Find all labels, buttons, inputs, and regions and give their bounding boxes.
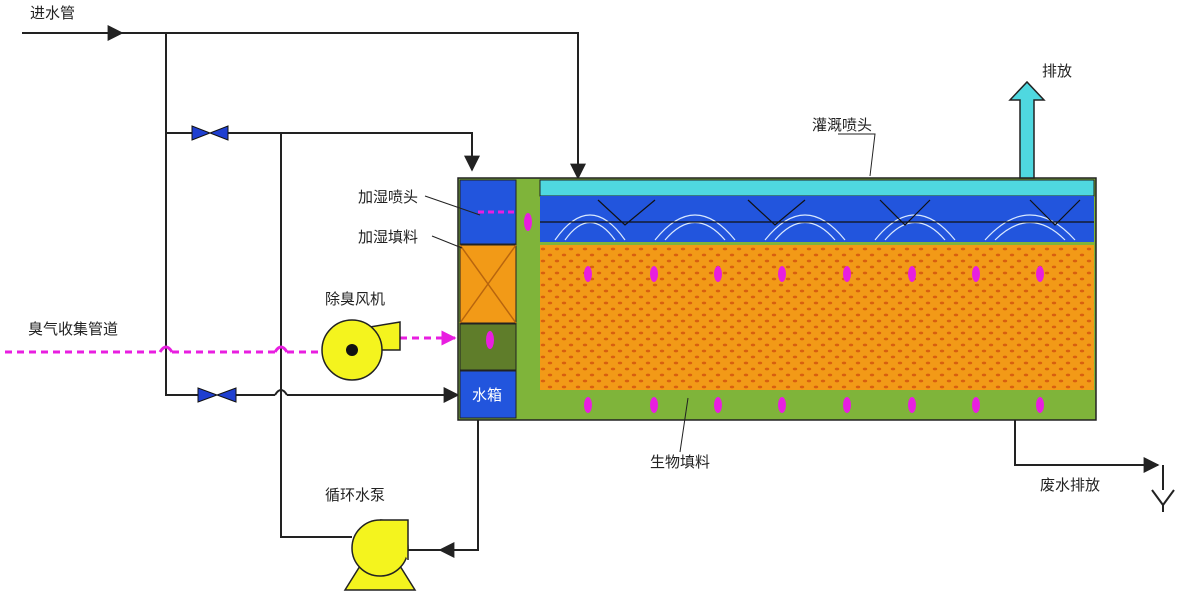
water-pipes [22, 25, 1164, 558]
label-circulation-pump: 循环水泵 [325, 486, 385, 504]
up-arrow-icon [1008, 80, 1046, 179]
leader-lines [424, 133, 876, 453]
label-spray-nozzle: 灌溉喷头 [812, 116, 872, 134]
label-inlet-pipe: 进水管 [30, 4, 75, 22]
label-deodor-fan: 除臭风机 [325, 290, 385, 308]
label-exhaust: 排放 [1042, 62, 1072, 80]
pipe-crossover [274, 389, 288, 396]
butterfly-valve-icon[interactable] [191, 125, 229, 141]
drain-funnel-icon [1151, 489, 1175, 507]
water-tank [459, 370, 517, 419]
butterfly-valve-icon[interactable] [197, 387, 237, 403]
biofilter-vessel [457, 177, 1097, 421]
bio-packing-bed [540, 245, 1094, 390]
label-humidify-nozzle: 加湿喷头 [358, 188, 418, 206]
odor-gas-line [5, 330, 457, 354]
label-humidify-packing: 加湿填料 [358, 228, 418, 246]
label-water-tank: 水箱 [472, 386, 502, 404]
centrifugal-fan-icon[interactable] [321, 319, 401, 381]
label-bio-packing: 生物填料 [650, 453, 710, 471]
gas-flow-markers [486, 117, 1044, 413]
label-wastewater: 废水排放 [1040, 476, 1100, 494]
spray-header-pipe [539, 179, 1095, 197]
label-odor-collection: 臭气收集管道 [28, 320, 118, 338]
centrifugal-pump-icon[interactable] [343, 519, 417, 591]
